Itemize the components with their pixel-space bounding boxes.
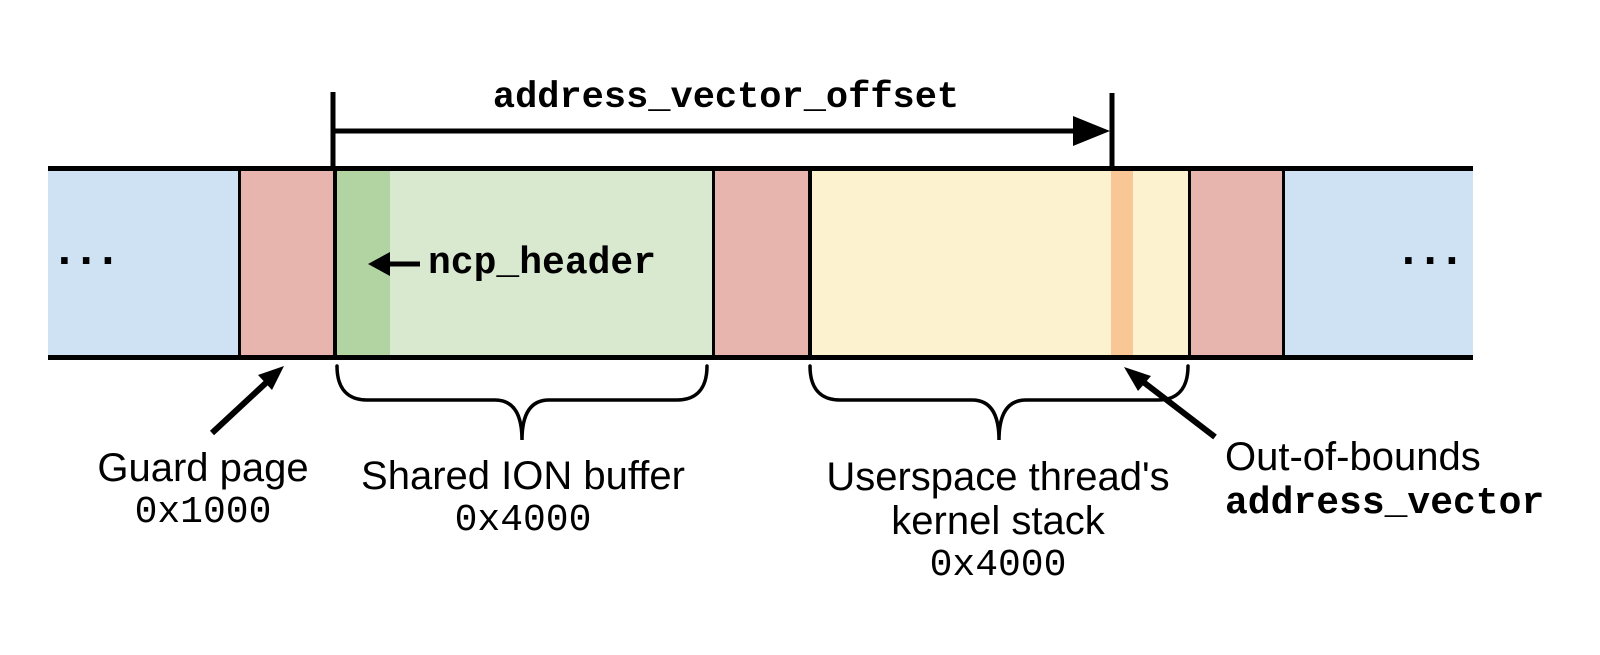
segment-memory-after <box>1282 171 1473 355</box>
guard-page-caption: Guard page 0x1000 <box>97 446 308 536</box>
kernel-stack-label-line1: Userspace thread's <box>826 455 1170 499</box>
shared-ion-caption: Shared ION buffer 0x4000 <box>361 454 685 544</box>
out-of-bounds-arrow-line <box>1140 378 1217 440</box>
shared-ion-label: Shared ION buffer <box>361 454 685 498</box>
ncp-header-label: ncp_header <box>428 242 657 285</box>
guard-page-arrow-line <box>209 378 271 436</box>
out-of-bounds-label: Out-of-bounds <box>1225 435 1481 479</box>
kernel-stack-brace <box>808 364 1190 441</box>
offset-arrowhead-icon <box>1073 116 1110 146</box>
ncp-header-region <box>337 171 390 355</box>
shared-ion-size: 0x4000 <box>454 499 592 542</box>
kernel-stack-label-line2: kernel stack <box>891 499 1105 543</box>
left-ellipsis: ... <box>58 222 124 274</box>
segment-guard-page-middle <box>712 171 808 355</box>
memory-bar <box>48 166 1473 360</box>
offset-title: address_vector_offset <box>492 77 960 119</box>
segment-kernel-stack <box>808 171 1188 355</box>
out-of-bounds-region <box>1111 171 1133 355</box>
right-ellipsis: ... <box>1402 222 1468 274</box>
guard-page-arrowhead-icon <box>258 366 284 390</box>
out-of-bounds-caption: Out-of-bounds address_vector <box>1225 435 1544 529</box>
kernel-stack-size: 0x4000 <box>929 544 1067 587</box>
segment-guard-page-left <box>238 171 333 355</box>
guard-page-size: 0x1000 <box>134 491 272 534</box>
kernel-stack-caption: Userspace thread's kernel stack 0x4000 <box>826 455 1169 589</box>
segment-guard-page-right <box>1188 171 1282 355</box>
out-of-bounds-arrowhead-icon <box>1124 367 1151 391</box>
segment-memory-before <box>48 171 238 355</box>
out-of-bounds-code: address_vector <box>1225 482 1545 525</box>
shared-ion-brace <box>335 364 709 441</box>
guard-page-label: Guard page <box>97 446 309 490</box>
